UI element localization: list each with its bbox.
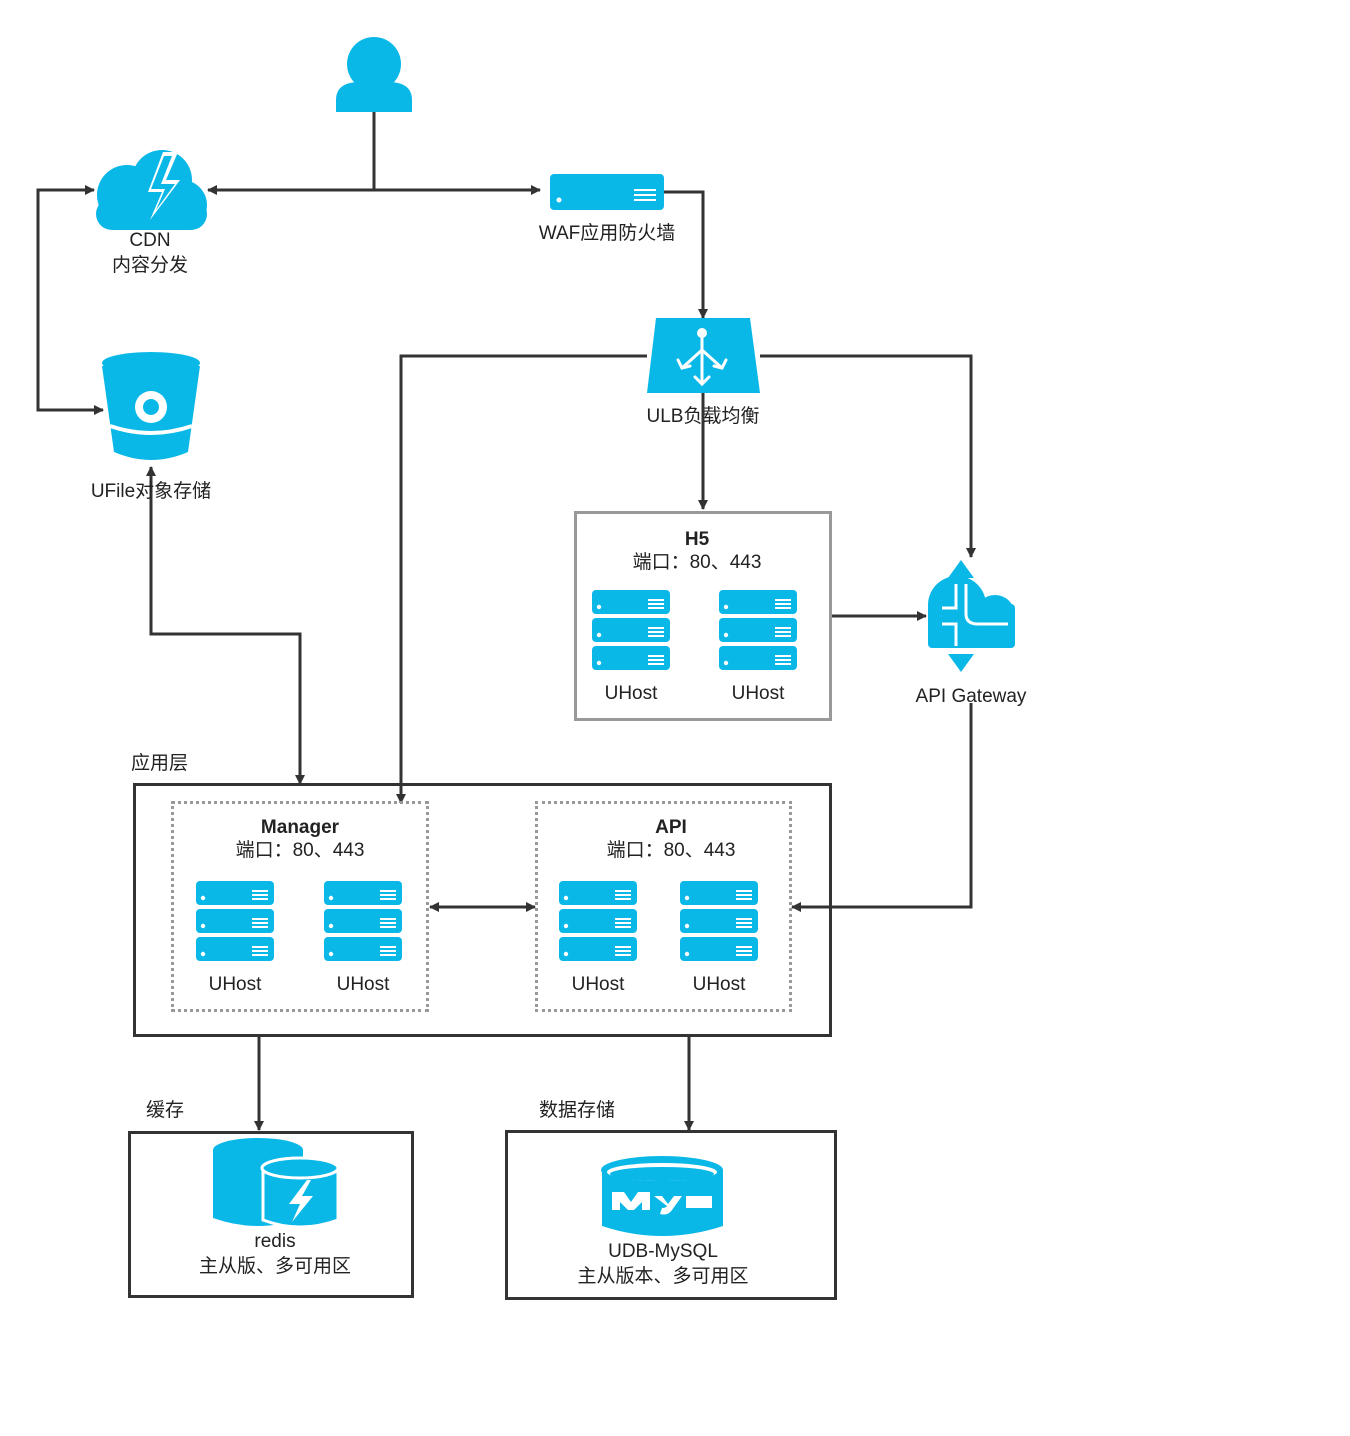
api-gateway-label: API Gateway [915, 686, 1027, 707]
edge-ulb-to-gateway [760, 354, 976, 558]
waf-label: WAF应用防火墙 [538, 223, 676, 244]
mysql-db-icon [601, 1156, 723, 1236]
h5-title: H5 [684, 529, 710, 550]
api-title: API [655, 817, 687, 838]
h5-ports: 端口：80、443 [632, 552, 762, 573]
mysql-name: UDB-MySQL [608, 1241, 718, 1262]
cache-label: 缓存 [146, 1100, 185, 1121]
h5-group [574, 511, 832, 721]
mysql-desc: 主从版本、多可用区 [577, 1266, 749, 1287]
load-balancer-icon [647, 318, 760, 393]
api-host-2-label: UHost [692, 974, 746, 995]
h5-host-1-label: UHost [604, 683, 658, 704]
cdn-lightning-cloud-icon [96, 150, 207, 230]
storage-box [505, 1130, 837, 1300]
bucket-icon [102, 352, 200, 460]
edge-waf-to-ulb [663, 190, 708, 319]
redis-name: redis [254, 1231, 296, 1252]
storage-label: 数据存储 [539, 1100, 616, 1121]
manager-group [171, 801, 429, 1012]
ulb-label: ULB负载均衡 [646, 406, 760, 427]
manager-host-2-label: UHost [336, 974, 390, 995]
cdn-name: CDN [129, 230, 171, 251]
redis-desc: 主从版、多可用区 [198, 1256, 351, 1277]
ufile-label: UFile对象存储 [90, 481, 212, 502]
edge-ulb-to-manager [396, 354, 647, 804]
manager-ports: 端口：80、443 [235, 840, 365, 861]
h5-host-2-label: UHost [731, 683, 785, 704]
api-group [535, 801, 792, 1012]
server-icon [550, 174, 664, 210]
user-icon [336, 37, 412, 112]
api-host-1-label: UHost [571, 974, 625, 995]
connectors [36, 112, 976, 1131]
cdn-desc: 内容分发 [111, 255, 188, 276]
edge-manager-ufile [146, 466, 305, 785]
app-layer-label: 应用层 [131, 753, 189, 774]
manager-title: Manager [260, 817, 340, 838]
cdn-label: CDN 内容分发 [90, 228, 210, 278]
manager-host-1-label: UHost [208, 974, 262, 995]
redis-cache-icon [213, 1138, 340, 1229]
edge-gateway-to-api [791, 703, 973, 912]
app-layer-box [133, 783, 832, 1037]
api-gateway-icon [928, 560, 1015, 672]
cache-box [128, 1131, 414, 1298]
api-ports: 端口：80、443 [606, 840, 736, 861]
edge-cdn-ufile [36, 185, 104, 415]
